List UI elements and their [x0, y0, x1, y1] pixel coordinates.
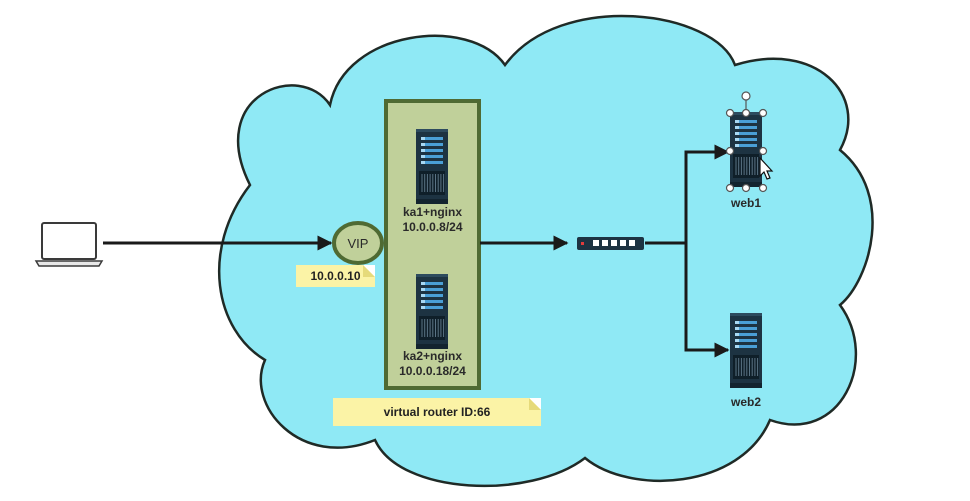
switch-to-web1-connector[interactable] — [645, 144, 730, 245]
ka2-ip-label: 10.0.0.18/24 — [399, 364, 466, 378]
vip-address-note[interactable]: 10.0.0.10 — [296, 265, 375, 287]
resize-handle-e[interactable] — [758, 146, 768, 156]
server-web1-icon[interactable] — [730, 112, 762, 187]
vip-address: 10.0.0.10 — [310, 269, 361, 283]
selection-handles[interactable] — [725, 91, 768, 193]
resize-handle-n[interactable] — [741, 108, 751, 118]
web2-label: web2 — [730, 395, 761, 409]
cloud-shape[interactable] — [218, 14, 874, 488]
switch-icon[interactable] — [577, 237, 644, 250]
resize-handle-w[interactable] — [725, 146, 735, 156]
rotate-handle[interactable] — [741, 91, 751, 101]
server-web2-icon[interactable] — [730, 313, 762, 388]
connectors — [103, 144, 730, 358]
web1-label: web1 — [730, 196, 761, 210]
laptop-icon[interactable] — [34, 222, 104, 267]
ka2-name-label: ka2+nginx — [402, 349, 463, 363]
resize-handle-s[interactable] — [741, 183, 751, 193]
ka1-ip-label: 10.0.0.8/24 — [402, 220, 463, 234]
virtual-router-id: virtual router ID:66 — [383, 405, 491, 419]
resize-handle-sw[interactable] — [725, 183, 735, 193]
ka1-name-label: ka1+nginx — [402, 205, 463, 219]
resize-handle-se[interactable] — [758, 183, 768, 193]
resize-handle-ne[interactable] — [758, 108, 768, 118]
server-ka2-icon[interactable] — [416, 274, 448, 349]
switch-to-web2-connector[interactable] — [684, 243, 730, 358]
vip-label: VIP — [347, 236, 369, 251]
virtual-router-id-note[interactable]: virtual router ID:66 — [333, 398, 541, 426]
server-ka1-icon[interactable] — [416, 129, 448, 204]
resize-handle-nw[interactable] — [725, 108, 735, 118]
mouse-pointer-icon — [759, 156, 774, 180]
vip-ellipse[interactable] — [332, 221, 384, 265]
